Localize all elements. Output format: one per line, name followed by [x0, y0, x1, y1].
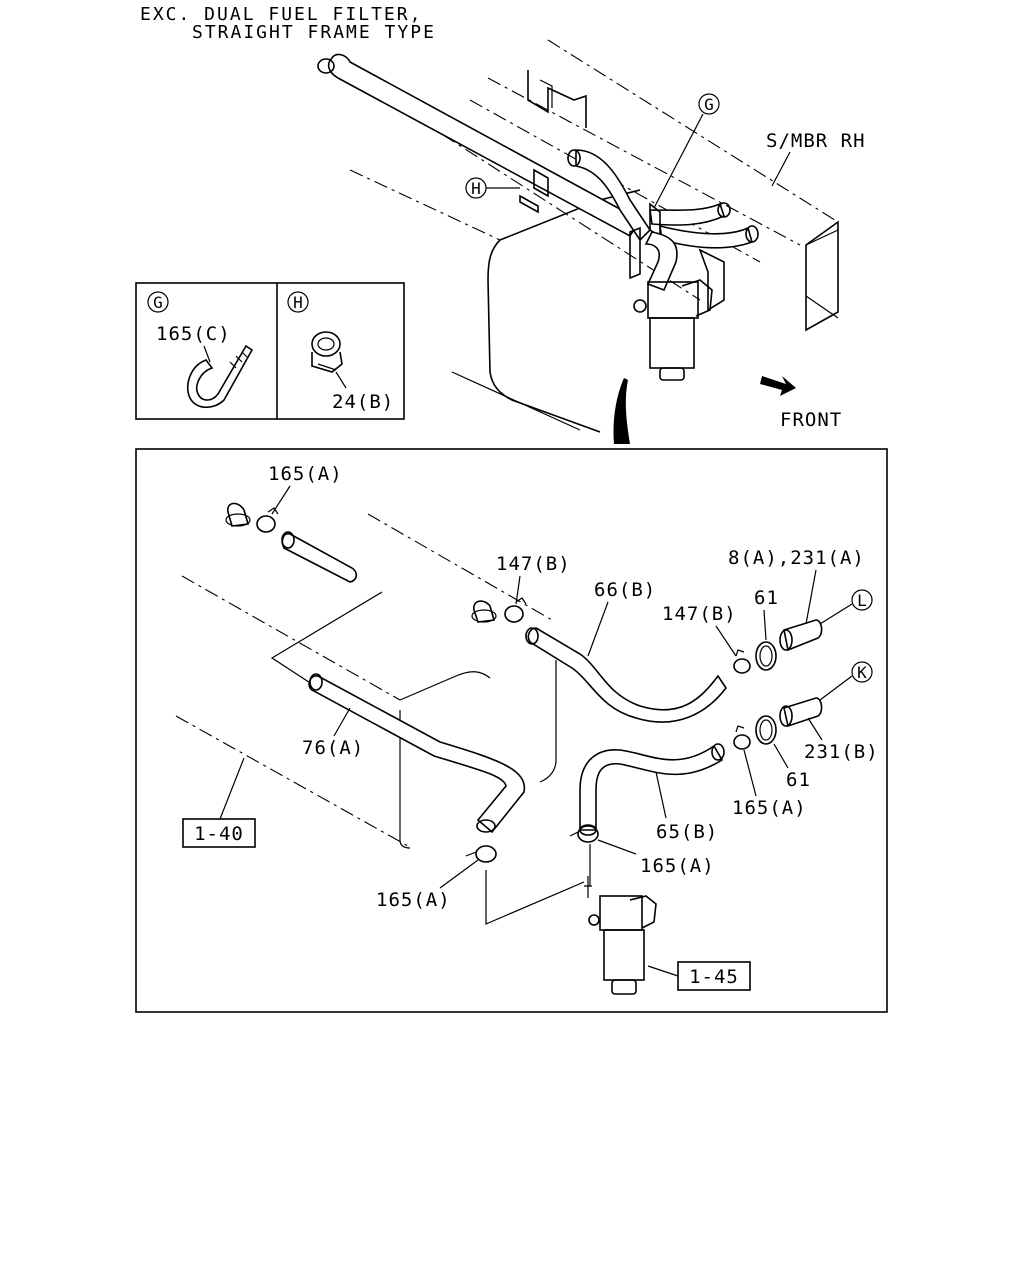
label-165a-left: 165(A): [376, 889, 451, 911]
label-61-upper: 61: [754, 587, 779, 609]
overview-callout-g: G: [704, 95, 714, 114]
header-line-1: EXC. DUAL FUEL FILTER,: [140, 4, 422, 25]
overview-callout-h: H: [471, 179, 481, 198]
detail-inset: [135, 282, 405, 420]
label-65b: 65(B): [656, 821, 718, 843]
ref-1-40: 1-40: [194, 823, 244, 845]
label-8a-231a: 8(A),231(A): [728, 547, 865, 569]
front-label: FRONT: [780, 409, 842, 431]
cable-tie-icon: [186, 344, 254, 409]
callout-l: L: [857, 591, 867, 610]
callout-k: K: [857, 663, 867, 682]
detail-h-part-label: 24(B): [332, 391, 394, 413]
detail-g-callout: G: [153, 293, 163, 312]
detail-g-part-label: 165(C): [156, 323, 231, 345]
overview-drawing: [317, 39, 839, 444]
label-66b: 66(B): [594, 579, 656, 601]
label-231b: 231(B): [804, 741, 879, 763]
detail-h-callout: H: [293, 293, 303, 312]
label-61-lower: 61: [786, 769, 811, 791]
ref-box-1-40: [182, 818, 256, 848]
exploded-view-frame: [135, 448, 888, 1013]
label-76a: 76(A): [302, 737, 364, 759]
header-line-2: STRAIGHT FRAME TYPE: [192, 22, 436, 43]
ref-1-45: 1-45: [689, 966, 739, 988]
label-165a-right: 165(A): [732, 797, 807, 819]
exploded-view-drawing: [175, 502, 823, 995]
smbr-rh-label: S/MBR RH: [766, 130, 866, 152]
label-165a-top: 165(A): [268, 463, 343, 485]
label-147b-right: 147(B): [662, 603, 737, 625]
label-165a-center: 165(A): [640, 855, 715, 877]
label-147b-middle: 147(B): [496, 553, 571, 575]
hose-clip-icon: [311, 331, 343, 373]
